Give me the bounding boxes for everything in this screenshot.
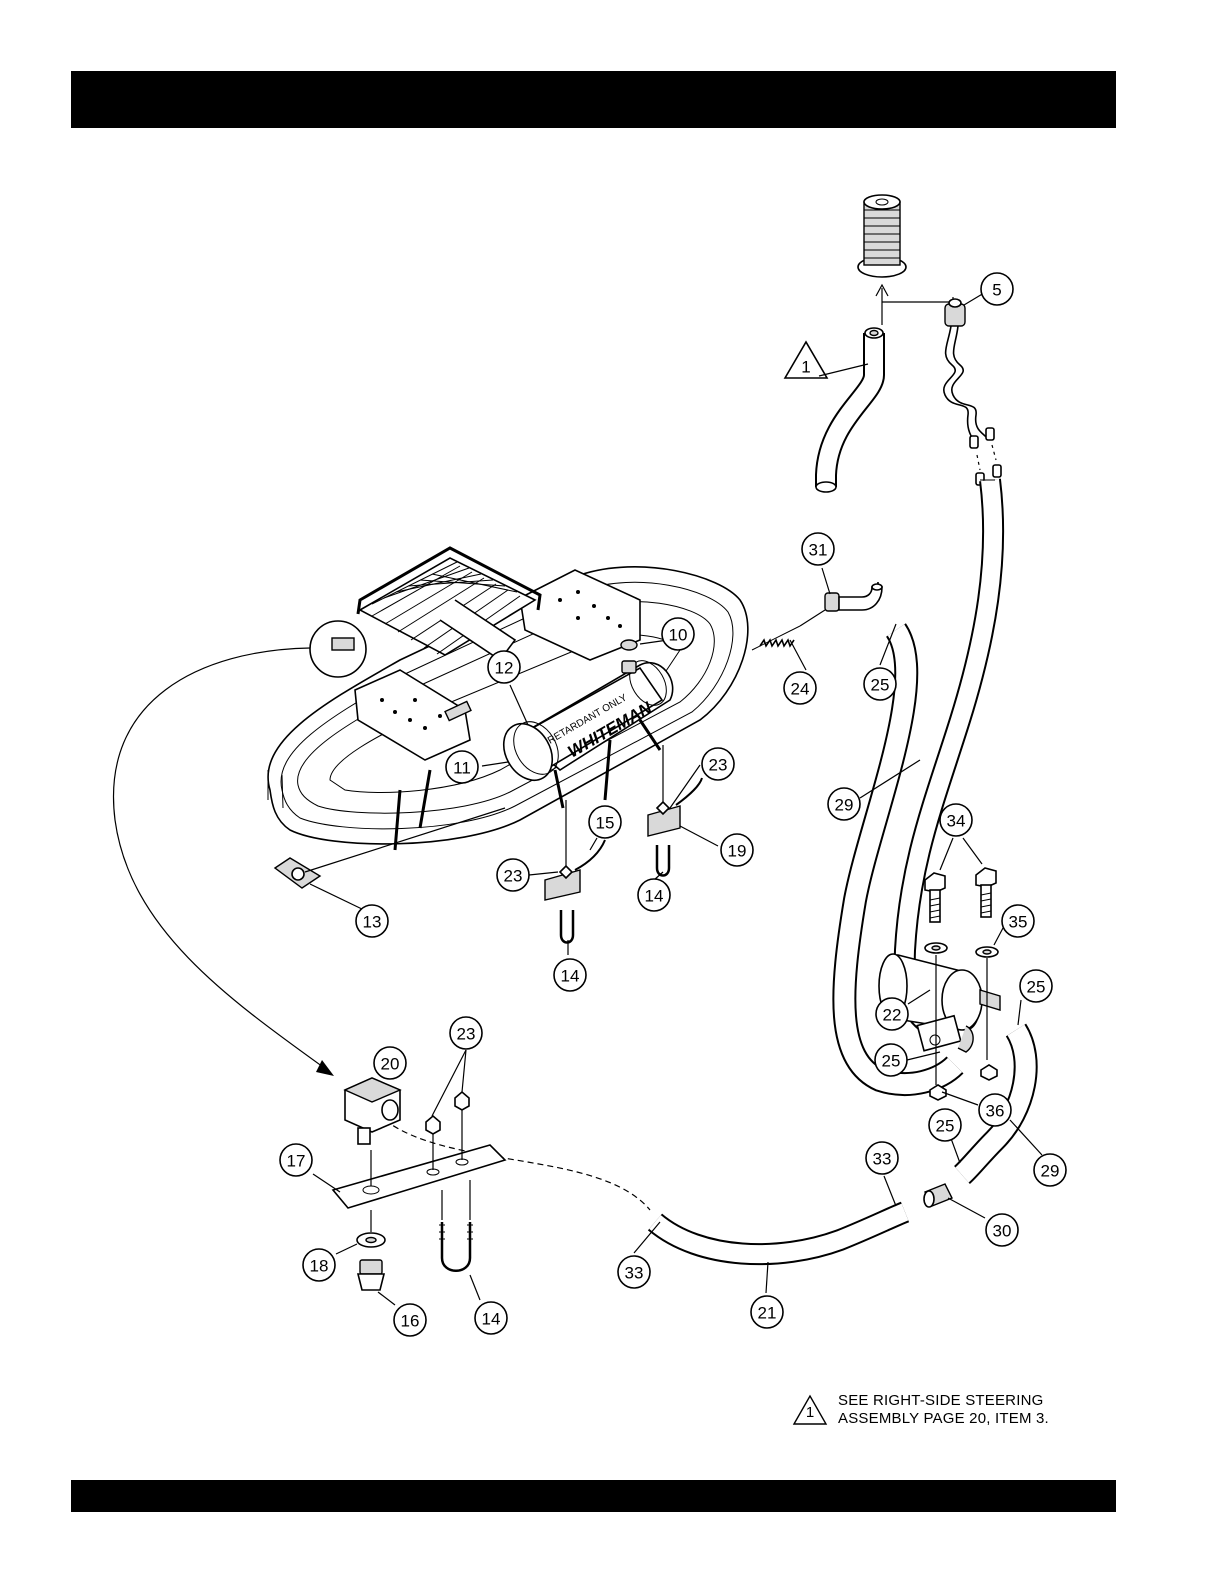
callout-label: 24: [791, 680, 810, 699]
solenoid-valve: [345, 1078, 400, 1144]
reference-triangle: 1: [785, 342, 868, 378]
callout-c19: 19: [721, 834, 753, 866]
callout-c18: 18: [303, 1249, 335, 1281]
callout-label: 33: [873, 1150, 892, 1169]
callout-label: 13: [363, 913, 382, 932]
strap-clamp-right: [648, 745, 702, 876]
callout-c11: 11: [446, 751, 478, 783]
callout-label: 36: [986, 1102, 1005, 1121]
callout-label: 14: [561, 967, 580, 986]
callout-label: 11: [453, 759, 471, 778]
hand-grip: [858, 195, 906, 277]
callout-label: 25: [871, 676, 890, 695]
callout-c5: 5: [981, 273, 1013, 305]
callout-label: 30: [993, 1222, 1012, 1241]
callout-c23b: 23: [497, 859, 529, 891]
grip-arrow: [876, 285, 888, 325]
callout-label: 10: [669, 626, 688, 645]
callout-c21: 21: [751, 1296, 783, 1328]
drain-plug: [358, 1260, 384, 1290]
callout-c14b: 14: [554, 959, 586, 991]
callout-c29a: 29: [828, 788, 860, 820]
callout-c12: 12: [488, 651, 520, 683]
callout-label: 23: [709, 756, 728, 775]
note-line-2: ASSEMBLY PAGE 20, ITEM 3.: [838, 1410, 1049, 1427]
callout-c35: 35: [1002, 905, 1034, 937]
callout-c15: 15: [589, 806, 621, 838]
callout-label: 17: [287, 1152, 306, 1171]
callout-label: 31: [809, 541, 828, 560]
callout-label: 14: [482, 1310, 501, 1329]
callout-c25a: 25: [864, 668, 896, 700]
callout-c23a: 23: [702, 748, 734, 780]
callout-c25d: 25: [929, 1109, 961, 1141]
callout-label: 25: [882, 1052, 901, 1071]
callout-c33a: 33: [866, 1142, 898, 1174]
callout-c36: 36: [979, 1094, 1011, 1126]
callout-label: 22: [883, 1006, 902, 1025]
callout-c10: 10: [662, 618, 694, 650]
callout-c31: 31: [802, 533, 834, 565]
svg-text:1: 1: [806, 1404, 814, 1421]
callout-c20: 20: [374, 1047, 406, 1079]
callout-c24: 24: [784, 672, 816, 704]
callout-c25b: 25: [1020, 970, 1052, 1002]
callout-label: 15: [596, 814, 615, 833]
switch-assembly: [944, 299, 1001, 485]
callout-label: 25: [936, 1117, 955, 1136]
callout-label: 33: [625, 1264, 644, 1283]
callout-label: 20: [381, 1055, 400, 1074]
callout-label: 35: [1009, 913, 1028, 932]
callout-label: 21: [758, 1304, 777, 1323]
callout-label: 29: [835, 796, 854, 815]
callout-label: 23: [504, 867, 523, 886]
callout-c13: 13: [356, 905, 388, 937]
callout-c30: 30: [986, 1214, 1018, 1246]
callout-c25c: 25: [875, 1044, 907, 1076]
callout-label: 18: [310, 1257, 329, 1276]
callout-label: 5: [992, 281, 1001, 300]
steering-tube: [816, 328, 883, 492]
callout-c23c: 23: [450, 1017, 482, 1049]
note-line-1: SEE RIGHT-SIDE STEERING: [838, 1392, 1043, 1409]
callout-c34: 34: [940, 804, 972, 836]
elbow-fitting: [825, 582, 882, 611]
callout-label: 34: [947, 812, 966, 831]
callout-c14c: 14: [475, 1302, 507, 1334]
callout-label: 19: [728, 842, 747, 861]
callout-c17: 17: [280, 1144, 312, 1176]
callout-label: 25: [1027, 978, 1046, 997]
callout-label: 29: [1041, 1162, 1060, 1181]
callout-c14a: 14: [638, 879, 670, 911]
callout-label: 14: [645, 887, 664, 906]
callout-label: 16: [401, 1312, 420, 1331]
callout-c33b: 33: [618, 1256, 650, 1288]
detail-arrow: [114, 648, 330, 1072]
callout-c16: 16: [394, 1304, 426, 1336]
callout-label: 23: [457, 1025, 476, 1044]
note-triangle-icon: 1: [792, 1394, 828, 1426]
callout-c22: 22: [876, 998, 908, 1030]
svg-text:1: 1: [801, 358, 810, 377]
note-text: SEE RIGHT-SIDE STEERING ASSEMBLY PAGE 20…: [838, 1392, 1049, 1428]
hose-connector: [924, 1184, 952, 1207]
callout-c29b: 29: [1034, 1154, 1066, 1186]
spring: [752, 610, 825, 650]
callout-label: 12: [495, 659, 514, 678]
